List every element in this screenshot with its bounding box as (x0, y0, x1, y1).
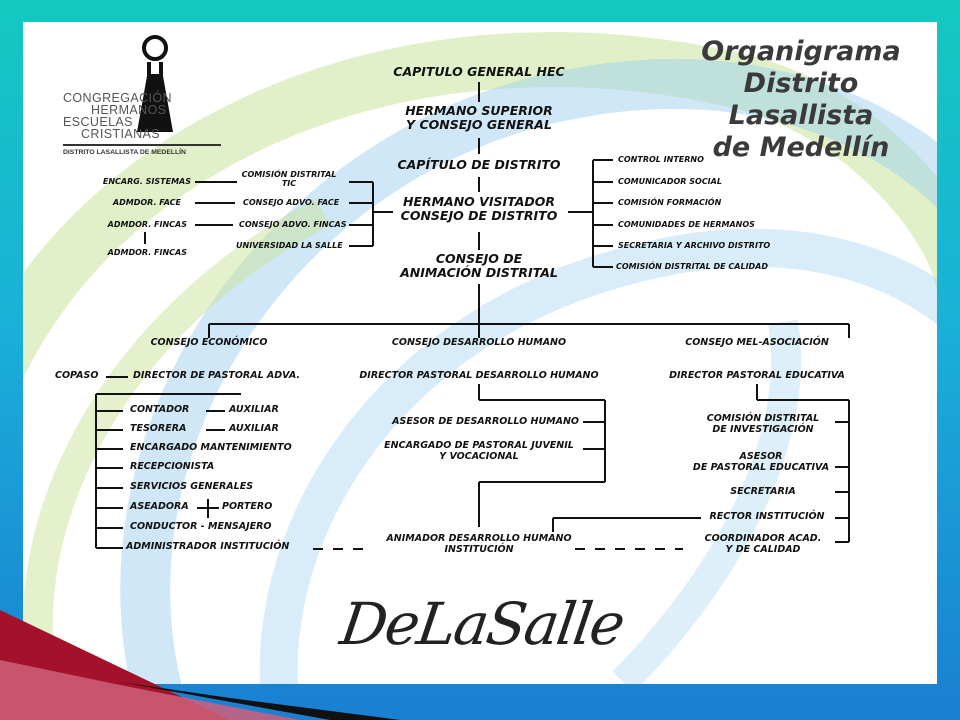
rector-institucion-label: RECTOR INSTITUCIÓN (709, 511, 825, 522)
slide-card: CONGREGACIÓN HERMANOS ESCUELAS CRISTIANA… (23, 22, 937, 684)
title-line-1: Organigrama (701, 36, 901, 67)
contador-label: CONTADOR (130, 404, 190, 415)
comision-investigacion-label: COMISIÓN DISTRITAL DE INVESTIGACIÓN (706, 413, 820, 436)
logo-line-3: ESCUELAS (63, 115, 133, 129)
auxiliar-1-label: AUXILIAR (229, 404, 279, 415)
encargado-pastoral-line-1: ENCARGADO DE PASTORAL JUVENIL (384, 440, 574, 451)
consejo-animacion-line-1: CONSEJO DE (435, 251, 523, 266)
admdor-fincas-1-label: ADMDOR. FINCAS (107, 220, 187, 229)
logo-underline (63, 144, 221, 146)
comision-calidad-label: COMISIÓN DISTRITAL DE CALIDAD (616, 262, 769, 271)
universidad-la-salle-label: UNIVERSIDAD LA SALLE (236, 241, 343, 250)
encargado-mantenimiento-label: ENCARGADO MANTENIMIENTO (130, 442, 292, 453)
comunidades-hermanos-label: COMUNIDADES DE HERMANOS (618, 220, 755, 229)
secretaria-label: SECRETARIA (730, 486, 796, 497)
org-chart-lines (95, 82, 850, 550)
capitulo-distrito-label: CAPÍTULO DE DISTRITO (397, 157, 561, 172)
hermano-visitador-line-1: HERMANO VISITADOR (402, 194, 555, 209)
asesor-pastoral-line-2: DE PASTORAL EDUCATIVA (692, 461, 830, 473)
admdor-fincas-2-label: ADMDOR. FINCAS (107, 248, 187, 257)
animador-line-2: INSTITUCIÓN (444, 543, 514, 555)
comision-formacion-label: COMISIÓN FORMACIÓN (618, 198, 722, 207)
capitulo-general-label: CAPITULO GENERAL HEC (393, 64, 565, 79)
encargado-pastoral-juvenil-label: ENCARGADO DE PASTORAL JUVENIL Y VOCACION… (384, 440, 574, 463)
logo-line-2: HERMANOS (91, 103, 167, 117)
administrador-institucion-label: ADMINISTRADOR INSTITUCIÓN (126, 541, 290, 552)
secretaria-archivo-label: SECRETARIA Y ARCHIVO DISTRITO (618, 241, 771, 250)
swirl-green-2 (23, 198, 330, 684)
encargado-pastoral-line-2: Y VOCACIONAL (439, 450, 519, 462)
logo-figure-icon (137, 35, 173, 132)
comision-distrital-tic-label: COMISIÓN DISTRITAL TIC (242, 170, 337, 188)
animador-desarrollo-humano-label: ANIMADOR DESARROLLO HUMANO INSTITUCIÓN (386, 533, 572, 556)
page-title: Organigrama Distrito Lasallista de Medel… (681, 36, 921, 163)
swirl-blue-2 (259, 228, 937, 684)
logo-district-label: DISTRITO LASALLISTA DE MEDELLÍN (63, 149, 186, 156)
coordinador-academico-label: COORDINADOR ACAD. Y DE CALIDAD (704, 533, 822, 556)
comunicador-social-label: COMUNICADOR SOCIAL (618, 177, 722, 186)
servicios-generales-label: SERVICIOS GENERALES (130, 481, 254, 492)
consejo-mel-header: CONSEJO MEL-ASOCIACIÓN (685, 337, 829, 348)
hermano-superior-line-2: Y CONSEJO GENERAL (406, 117, 552, 133)
comision-investigacion-line-2: DE INVESTIGACIÓN (712, 423, 814, 435)
background-swirls (23, 32, 937, 684)
comision-investigacion-line-1: COMISIÓN DISTRITAL (706, 413, 820, 424)
asesor-desarrollo-humano-label: ASESOR DE DESARROLLO HUMANO (392, 416, 579, 427)
pink-wedge-shape (0, 660, 300, 720)
admdor-face-label: ADMDOR. FACE (112, 198, 181, 207)
consejo-animacion-label: CONSEJO DE ANIMACIÓN DISTRITAL (400, 251, 558, 281)
consejo-advo-face-label: CONSEJO ADVO. FACE (243, 198, 340, 207)
copaso-label: COPASO (55, 370, 99, 381)
title-line-2: Distrito Lasallista (728, 67, 874, 131)
swirl-blue-3 (612, 319, 802, 684)
conductor-mensajero-label: CONDUCTOR - MENSAJERO (130, 521, 272, 532)
aseadora-label: ASEADORA (130, 501, 189, 512)
comision-distrital-line-1: COMISIÓN DISTRITAL (241, 170, 337, 179)
control-interno-label: CONTROL INTERNO (618, 155, 704, 164)
asesor-pastoral-line-1: ASESOR (739, 451, 783, 462)
director-pastoral-adva-label: DIRECTOR DE PASTORAL ADVA. (133, 370, 301, 381)
title-line-3: de Medellín (712, 131, 890, 163)
hermano-superior-line-1: HERMANO SUPERIOR (405, 103, 553, 118)
coordinador-line-2: Y DE CALIDAD (725, 543, 801, 555)
portero-label: PORTERO (222, 501, 273, 512)
logo-line-4: CRISTIANAS (81, 127, 161, 141)
animador-line-1: ANIMADOR DESARROLLO HUMANO (386, 533, 572, 544)
swirl-blue (120, 59, 937, 684)
recepcionista-label: RECEPCIONISTA (130, 461, 215, 472)
swirl-green (23, 32, 937, 380)
consejo-advo-fincas-label: CONSEJO ADVO. FINCAS (239, 220, 347, 229)
auxiliar-2-label: AUXILIAR (229, 423, 279, 434)
coordinador-line-1: COORDINADOR ACAD. (704, 533, 822, 544)
tesorera-label: TESORERA (130, 423, 187, 434)
bottom-decoration (0, 610, 400, 720)
consejo-humano-header: CONSEJO DESARROLLO HUMANO (391, 337, 567, 348)
asesor-pastoral-educativa-label: ASESOR DE PASTORAL EDUCATIVA (692, 451, 830, 474)
director-pastoral-humano-label: DIRECTOR PASTORAL DESARROLLO HUMANO (359, 370, 599, 381)
hermano-visitador-line-2: CONSEJO DE DISTRITO (400, 208, 558, 224)
consejo-economico-header: CONSEJO ECONÓMICO (150, 337, 268, 348)
director-pastoral-educativa-label: DIRECTOR PASTORAL EDUCATIVA (669, 370, 845, 381)
logo-line-1: CONGREGACIÓN (63, 91, 172, 105)
hermano-visitador-label: HERMANO VISITADOR CONSEJO DE DISTRITO (400, 194, 558, 224)
hermano-superior-label: HERMANO SUPERIOR Y CONSEJO GENERAL (405, 103, 553, 133)
comision-distrital-line-2: TIC (281, 179, 297, 189)
encarg-sistemas-label: ENCARG. SISTEMAS (102, 177, 191, 186)
consejo-animacion-line-2: ANIMACIÓN DISTRITAL (400, 265, 558, 281)
